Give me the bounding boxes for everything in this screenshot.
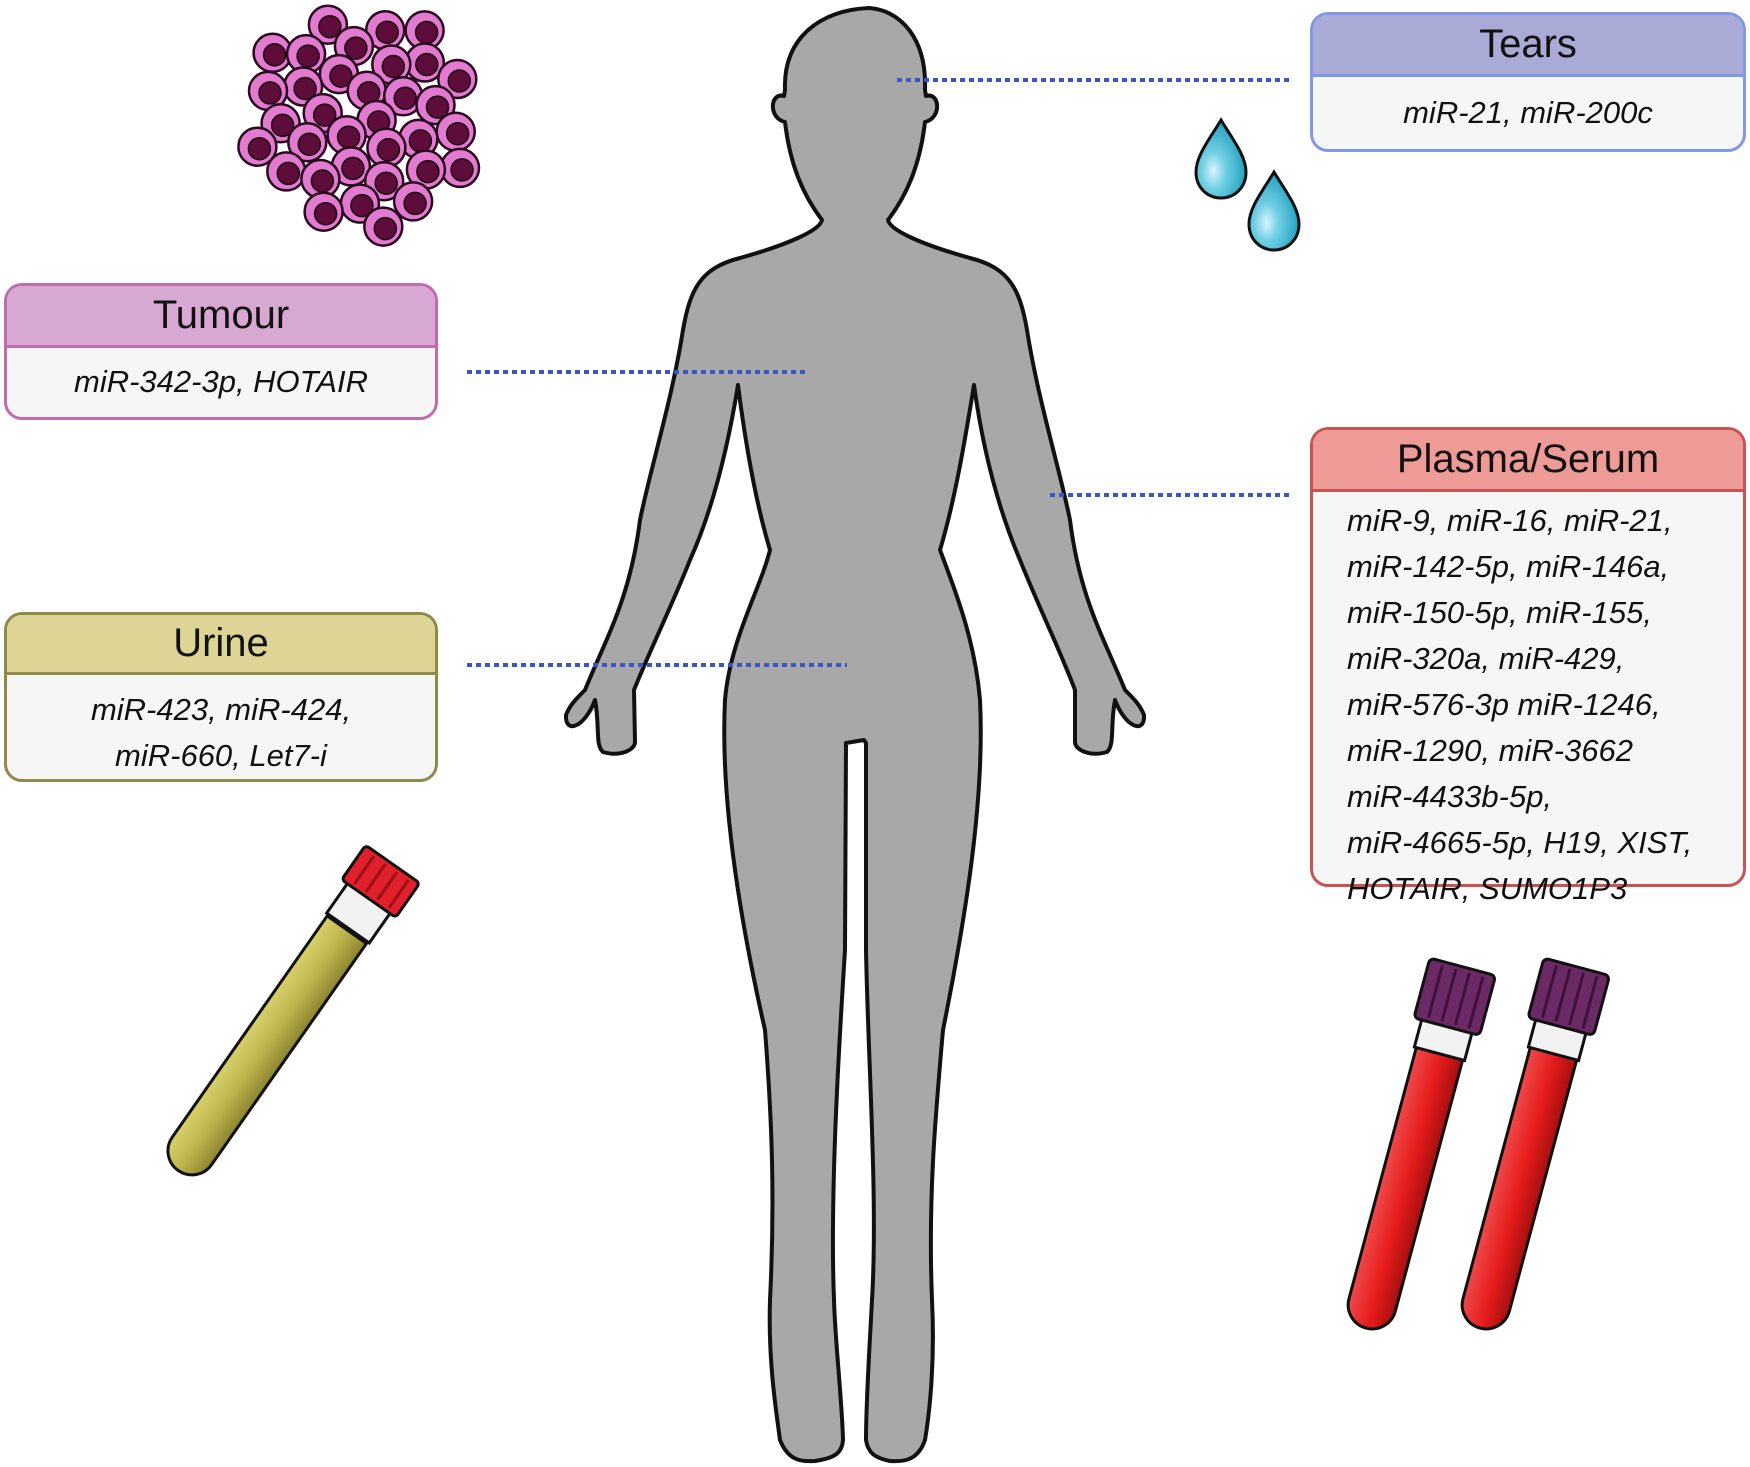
tumour-cell-nucleus	[408, 129, 433, 153]
plasma-marker-line: miR-9, miR-16, miR-21,	[1347, 503, 1673, 538]
urine-tube-body	[166, 913, 369, 1177]
tumour-title: Tumour	[7, 286, 435, 348]
purple-cap-icon	[1413, 957, 1496, 1036]
tumour-cell-nucleus	[375, 20, 399, 45]
blood-tube-icon	[1460, 957, 1610, 1331]
urine-tube-icon	[166, 845, 420, 1177]
tumour-cell-cluster-icon	[237, 4, 481, 247]
tumour-cell-nucleus	[425, 95, 450, 119]
tumour-cell-nucleus	[341, 156, 365, 181]
tumour-cell-nucleus	[393, 86, 417, 111]
tumour-cell-nucleus	[247, 136, 272, 161]
tumour-cell-nucleus	[296, 44, 320, 68]
tumour-cell-nucleus	[376, 138, 401, 162]
plasma-serum-box: Plasma/Serum miR-9, miR-16, miR-21, miR-…	[1310, 427, 1746, 906]
tumour-cell-nucleus	[258, 81, 282, 105]
plasma-marker-line: miR-142-5p, miR-146a,	[1347, 549, 1670, 584]
tumour-cell-nucleus	[270, 113, 295, 138]
purple-cap-icon	[1527, 957, 1610, 1036]
red-cap-icon	[341, 845, 420, 918]
tumour-cell-nucleus	[350, 193, 374, 218]
tumour-cell-nucleus	[415, 52, 439, 77]
tear-drops-icon	[1194, 117, 1301, 252]
tumour-cell-nucleus	[336, 125, 361, 149]
tumour-cell-nucleus	[447, 69, 472, 93]
tumour-cell-nucleus	[403, 191, 427, 216]
blood-tubes-icon	[1346, 957, 1610, 1331]
tears-box: Tears miR-21, miR-200c	[1310, 12, 1746, 152]
tumour-cell-nucleus	[414, 20, 439, 45]
tumour-cell-nucleus	[318, 14, 342, 39]
human-silhouette-icon	[563, 6, 1147, 1464]
tumour-cell-nucleus	[310, 169, 335, 193]
plasma-marker-line: miR-4433b-5p,	[1347, 779, 1553, 814]
tumour-cell-nucleus	[293, 76, 317, 101]
tears-markers: miR-21, miR-200c	[1403, 95, 1653, 130]
tumour-box: Tumour miR-342-3p, HOTAIR	[4, 283, 438, 420]
plasma-serum-title: Plasma/Serum	[1313, 430, 1743, 492]
tumour-cell-nucleus	[344, 36, 368, 60]
tumour-cell-nucleus	[329, 64, 353, 88]
tumour-cell-nucleus	[445, 121, 470, 146]
blood-tube-icon	[1346, 957, 1496, 1331]
tumour-cell-nucleus	[297, 132, 322, 156]
plasma-marker-line: miR-4665-5p, H19, XIST,	[1347, 825, 1693, 860]
tumour-cell-nucleus	[312, 103, 337, 127]
tumour-cell-nucleus	[374, 171, 398, 195]
urine-marker-line: miR-423, miR-424,	[90, 692, 352, 727]
tears-title: Tears	[1313, 15, 1743, 77]
urine-markers: miR-423, miR-424, miR-660, Let7-i	[7, 675, 435, 779]
plasma-marker-line: miR-576-3p miR-1246,	[1347, 687, 1661, 722]
tear-drop-icon	[1247, 169, 1301, 252]
tumour-cell-nucleus	[416, 159, 440, 184]
connector-lines	[467, 78, 1290, 667]
urine-title: Urine	[7, 615, 435, 675]
tumour-cell-nucleus	[313, 201, 338, 226]
tumour-cell-nucleus	[450, 158, 474, 182]
urine-marker-line: miR-660, Let7-i	[115, 738, 327, 773]
plasma-marker-line: HOTAIR, SUMO1P3	[1347, 871, 1628, 906]
tumour-cell-nucleus	[373, 216, 398, 241]
plasma-marker-line: miR-150-5p, miR-155,	[1347, 595, 1652, 630]
plasma-marker-line: miR-1290, miR-3662	[1347, 733, 1633, 768]
urine-box: Urine miR-423, miR-424, miR-660, Let7-i	[4, 612, 438, 782]
plasma-marker-line: miR-320a, miR-429,	[1347, 641, 1625, 676]
tumour-markers: miR-342-3p, HOTAIR	[74, 364, 368, 399]
tumour-cell-nucleus	[276, 161, 301, 186]
tumour-cell-nucleus	[262, 43, 287, 67]
tumour-cell-nucleus	[381, 54, 406, 79]
plasma-serum-markers: miR-9, miR-16, miR-21, miR-142-5p, miR-1…	[1313, 492, 1743, 912]
tear-drop-icon	[1194, 117, 1248, 200]
